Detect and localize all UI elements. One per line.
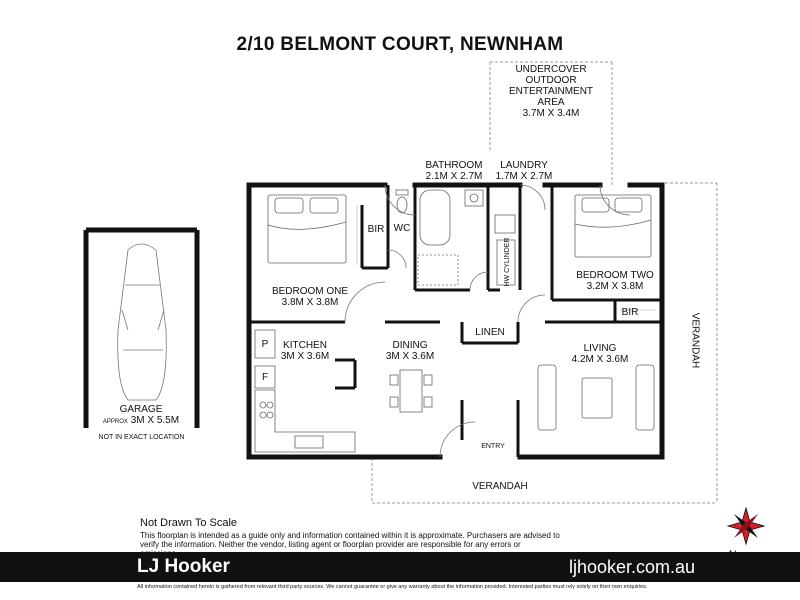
room-dims: 3M X 5.5M [130, 415, 180, 426]
laundry-fixtures [494, 214, 516, 286]
room-dims: 3M X 3.6M [385, 351, 435, 362]
bathroom-fixtures [395, 189, 484, 286]
door-swings [344, 184, 631, 458]
kitchen-counters [254, 329, 356, 453]
room-name: LAUNDRY [500, 160, 548, 171]
room-name: GARAGE [119, 404, 163, 415]
brand-logo: LJ Hooker [137, 556, 230, 577]
room-name: BATHROOM [425, 160, 483, 171]
room-dims: 4.2M X 3.6M [571, 354, 629, 365]
room-bedroom-two-label: BEDROOM TWO 3.2M X 3.8M [570, 270, 660, 292]
room-dims: 1.7M X 2.7M [495, 171, 553, 182]
room-name: AREA [537, 97, 565, 108]
room-laundry-label: LAUNDRY 1.7M X 2.7M [490, 160, 558, 182]
pantry-label: P [261, 339, 269, 350]
bed-two [574, 194, 652, 258]
room-name: BEDROOM ONE [271, 286, 349, 297]
website-link[interactable]: ljhooker.com.au [569, 557, 696, 577]
exterior-walls [246, 182, 665, 460]
footer-bar [0, 552, 800, 582]
room-name: ENTERTAINMENT [508, 86, 594, 97]
room-name: KITCHEN [283, 340, 327, 351]
garage-walls [83, 227, 200, 428]
room-dims: 3.8M X 3.8M [281, 297, 339, 308]
verandah-bottom-label: VERANDAH [472, 481, 528, 492]
garage-approx: APPROX [102, 419, 128, 425]
hw-cylinder-label: HW CYLINDER [504, 237, 511, 287]
bed-one [267, 194, 347, 264]
room-name: BEDROOM TWO [576, 270, 654, 281]
room-living-label: LIVING 4.2M X 3.6M [565, 343, 635, 365]
room-name: OUTDOOR [525, 75, 577, 86]
room-name: DINING [392, 340, 428, 351]
room-bathroom-label: BATHROOM 2.1M X 2.7M [420, 160, 488, 182]
entry-label: ENTRY [481, 443, 505, 450]
north-compass-icon [726, 506, 766, 546]
disclaimer-heading: Not Drawn To Scale [140, 517, 238, 529]
room-dims: 3.2M X 3.8M [586, 281, 644, 292]
room-dims: 3.7M X 3.4M [522, 108, 580, 119]
fridge-label: F [261, 372, 269, 383]
outdoor-area-outline [489, 61, 613, 185]
bir-label-one: BIR [367, 224, 385, 235]
wardrobe-lines [356, 205, 655, 311]
bir-label-two: BIR [621, 307, 639, 318]
garage-note: NOT IN EXACT LOCATION [98, 434, 185, 441]
page-title: 2/10 BELMONT COURT, NEWNHAM [236, 34, 564, 55]
garage-label: GARAGE APPROX 3M X 5.5M [96, 404, 186, 428]
verandah-outline [371, 182, 718, 504]
wc-label: WC [393, 223, 411, 234]
room-name: UNDERCOVER [515, 64, 587, 75]
room-name: LIVING [583, 343, 617, 354]
interior-walls [249, 185, 662, 457]
room-dims: 3M X 3.6M [280, 351, 330, 362]
room-dining-label: DINING 3M X 3.6M [380, 340, 440, 362]
garage-car [117, 243, 167, 401]
verandah-side-label: VERANDAH [689, 312, 701, 369]
room-outdoor-label: UNDERCOVER OUTDOOR ENTERTAINMENT AREA 3.… [498, 64, 604, 119]
room-dims: 2.1M X 2.7M [425, 171, 483, 182]
room-kitchen-label: KITCHEN 3M X 3.6M [275, 340, 335, 362]
legal-text: All information contained herein is gath… [137, 584, 648, 590]
dining-table [389, 369, 433, 413]
room-bedroom-one-label: BEDROOM ONE 3.8M X 3.8M [260, 286, 360, 308]
living-furniture [537, 364, 655, 431]
linen-label: LINEN [475, 327, 505, 338]
